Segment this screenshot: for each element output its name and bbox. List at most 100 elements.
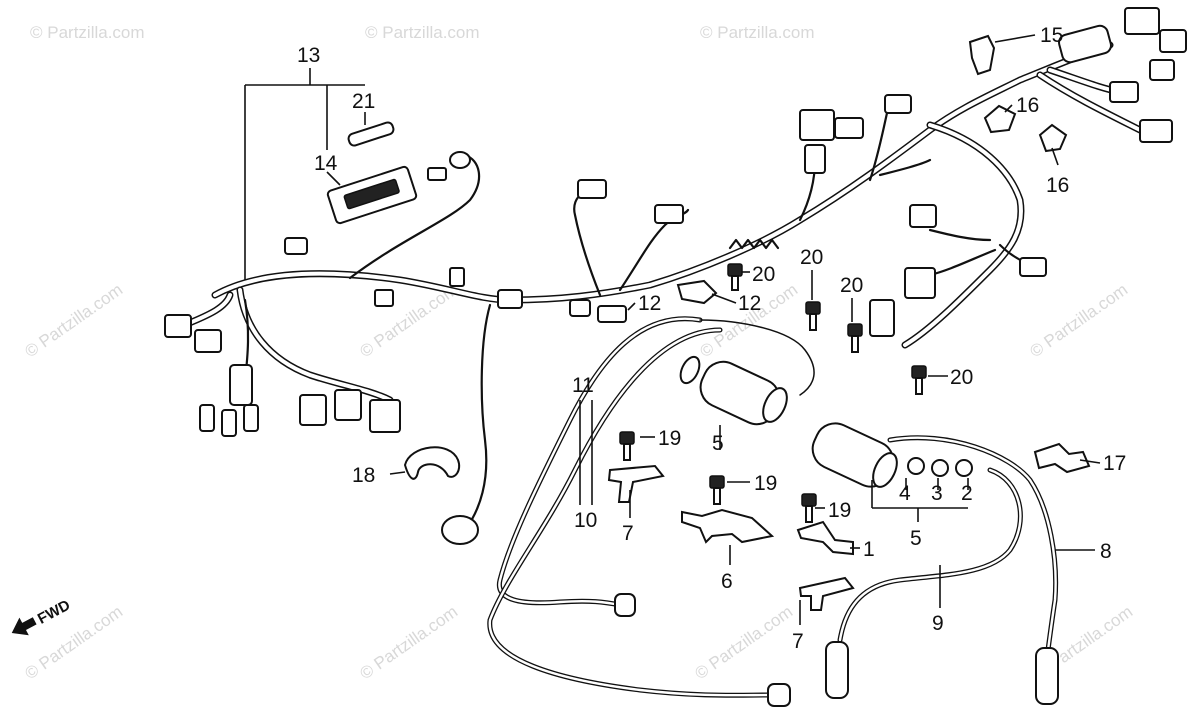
connector bbox=[569, 299, 591, 317]
connector bbox=[904, 267, 936, 299]
connector bbox=[834, 117, 864, 139]
bolt-19-a[interactable] bbox=[619, 431, 635, 461]
callout-12-b: 12 bbox=[738, 292, 761, 315]
high-tension-cord-11[interactable] bbox=[496, 316, 703, 617]
connector bbox=[577, 179, 607, 199]
connector-sleeve bbox=[229, 364, 253, 406]
callout-19-c: 19 bbox=[828, 499, 851, 522]
connector bbox=[221, 409, 237, 437]
connector bbox=[427, 167, 447, 181]
callout-17: 17 bbox=[1103, 452, 1126, 475]
bolt-19-b[interactable] bbox=[709, 475, 725, 505]
fwd-indicator: FWD bbox=[11, 597, 73, 636]
connector bbox=[1159, 29, 1187, 53]
connector bbox=[299, 394, 327, 426]
bolt-19-c[interactable] bbox=[801, 493, 817, 523]
connector bbox=[884, 94, 912, 114]
callout-12-a: 12 bbox=[638, 292, 661, 315]
main-wire-harness[interactable] bbox=[181, 41, 1144, 532]
callout-15: 15 bbox=[1040, 24, 1063, 47]
watermark: © Partzilla.com bbox=[700, 23, 815, 42]
callout-20-d: 20 bbox=[950, 366, 973, 389]
connector bbox=[369, 399, 401, 433]
callout-2: 2 bbox=[961, 482, 973, 505]
clamp-12-b[interactable] bbox=[676, 279, 718, 305]
connector bbox=[449, 267, 465, 287]
callout-16-upper: 16 bbox=[1016, 94, 1039, 117]
high-tension-cord-9[interactable] bbox=[825, 467, 1023, 699]
connector bbox=[243, 404, 259, 432]
ignition-coil-right[interactable] bbox=[806, 417, 973, 493]
high-tension-cord-10[interactable] bbox=[487, 327, 791, 707]
clip-17[interactable] bbox=[1033, 442, 1091, 474]
callout-11: 11 bbox=[572, 374, 594, 397]
connector bbox=[909, 204, 937, 228]
clip-16-lower[interactable] bbox=[1038, 123, 1068, 153]
watermark: © Partzilla.com bbox=[1026, 280, 1131, 361]
watermark: © Partzilla.com bbox=[30, 23, 145, 42]
callout-5-left: 5 bbox=[712, 432, 724, 455]
bracket-1[interactable] bbox=[796, 520, 854, 556]
callout-18: 18 bbox=[352, 464, 375, 487]
callout-1: 1 bbox=[863, 538, 875, 561]
watermark: © Partzilla.com bbox=[691, 602, 796, 683]
band-18[interactable] bbox=[403, 446, 461, 480]
callout-6: 6 bbox=[721, 570, 733, 593]
bracket-7-lower[interactable] bbox=[798, 576, 855, 611]
callout-10: 10 bbox=[574, 509, 597, 532]
callout-7-upper: 7 bbox=[622, 522, 634, 545]
watermark: © Partzilla.com bbox=[356, 602, 461, 683]
callout-13: 13 bbox=[297, 44, 320, 67]
connector bbox=[1019, 257, 1047, 277]
connector bbox=[1109, 81, 1139, 103]
bracket-6[interactable] bbox=[681, 508, 775, 544]
callout-5-right: 5 bbox=[910, 527, 922, 550]
clip-16-upper[interactable] bbox=[983, 104, 1017, 134]
bracket-7-upper[interactable] bbox=[607, 464, 665, 503]
callout-20-a: 20 bbox=[752, 263, 775, 286]
fwd-label: FWD bbox=[35, 597, 73, 628]
connector bbox=[1124, 7, 1160, 35]
washer-4[interactable] bbox=[907, 457, 925, 475]
washer-2[interactable] bbox=[955, 459, 973, 477]
watermark-layer: © Partzilla.com © Partzilla.com © Partzi… bbox=[21, 23, 1136, 683]
connector bbox=[654, 204, 684, 224]
callout-16-lower: 16 bbox=[1046, 174, 1069, 197]
bolt-20-a[interactable] bbox=[727, 263, 743, 291]
connector bbox=[869, 299, 895, 337]
connector bbox=[1139, 119, 1173, 143]
callout-9: 9 bbox=[932, 612, 944, 635]
connector bbox=[284, 237, 308, 255]
callout-21: 21 bbox=[352, 90, 375, 113]
callout-8: 8 bbox=[1100, 540, 1112, 563]
fuse[interactable] bbox=[347, 121, 395, 147]
connector bbox=[194, 329, 222, 353]
watermark: © Partzilla.com bbox=[21, 280, 126, 361]
connector-sleeve bbox=[1058, 24, 1112, 64]
forward-arrow-icon bbox=[11, 617, 37, 636]
washer-3[interactable] bbox=[931, 459, 949, 477]
ignition-coil-left[interactable] bbox=[677, 354, 792, 431]
clamp-12-a[interactable] bbox=[597, 305, 627, 323]
callout-19-b: 19 bbox=[754, 472, 777, 495]
callout-20-c: 20 bbox=[840, 274, 863, 297]
connector bbox=[164, 314, 192, 338]
primary-wire bbox=[699, 319, 815, 396]
connector bbox=[374, 289, 394, 307]
bolt-20-c[interactable] bbox=[847, 323, 863, 353]
bolt-20-b[interactable] bbox=[805, 301, 821, 331]
callout-20-b: 20 bbox=[800, 246, 823, 269]
fuse-box[interactable] bbox=[326, 165, 418, 225]
connector bbox=[497, 289, 523, 309]
watermark: © Partzilla.com bbox=[365, 23, 480, 42]
bolt-20-d[interactable] bbox=[911, 365, 927, 395]
connector bbox=[1149, 59, 1175, 81]
leader-lines bbox=[244, 34, 1101, 625]
callout-19-a: 19 bbox=[658, 427, 681, 450]
callout-7-lower: 7 bbox=[792, 630, 804, 653]
cap-15[interactable] bbox=[968, 34, 996, 76]
high-tension-cord-8[interactable] bbox=[887, 435, 1059, 705]
connector bbox=[804, 144, 826, 174]
